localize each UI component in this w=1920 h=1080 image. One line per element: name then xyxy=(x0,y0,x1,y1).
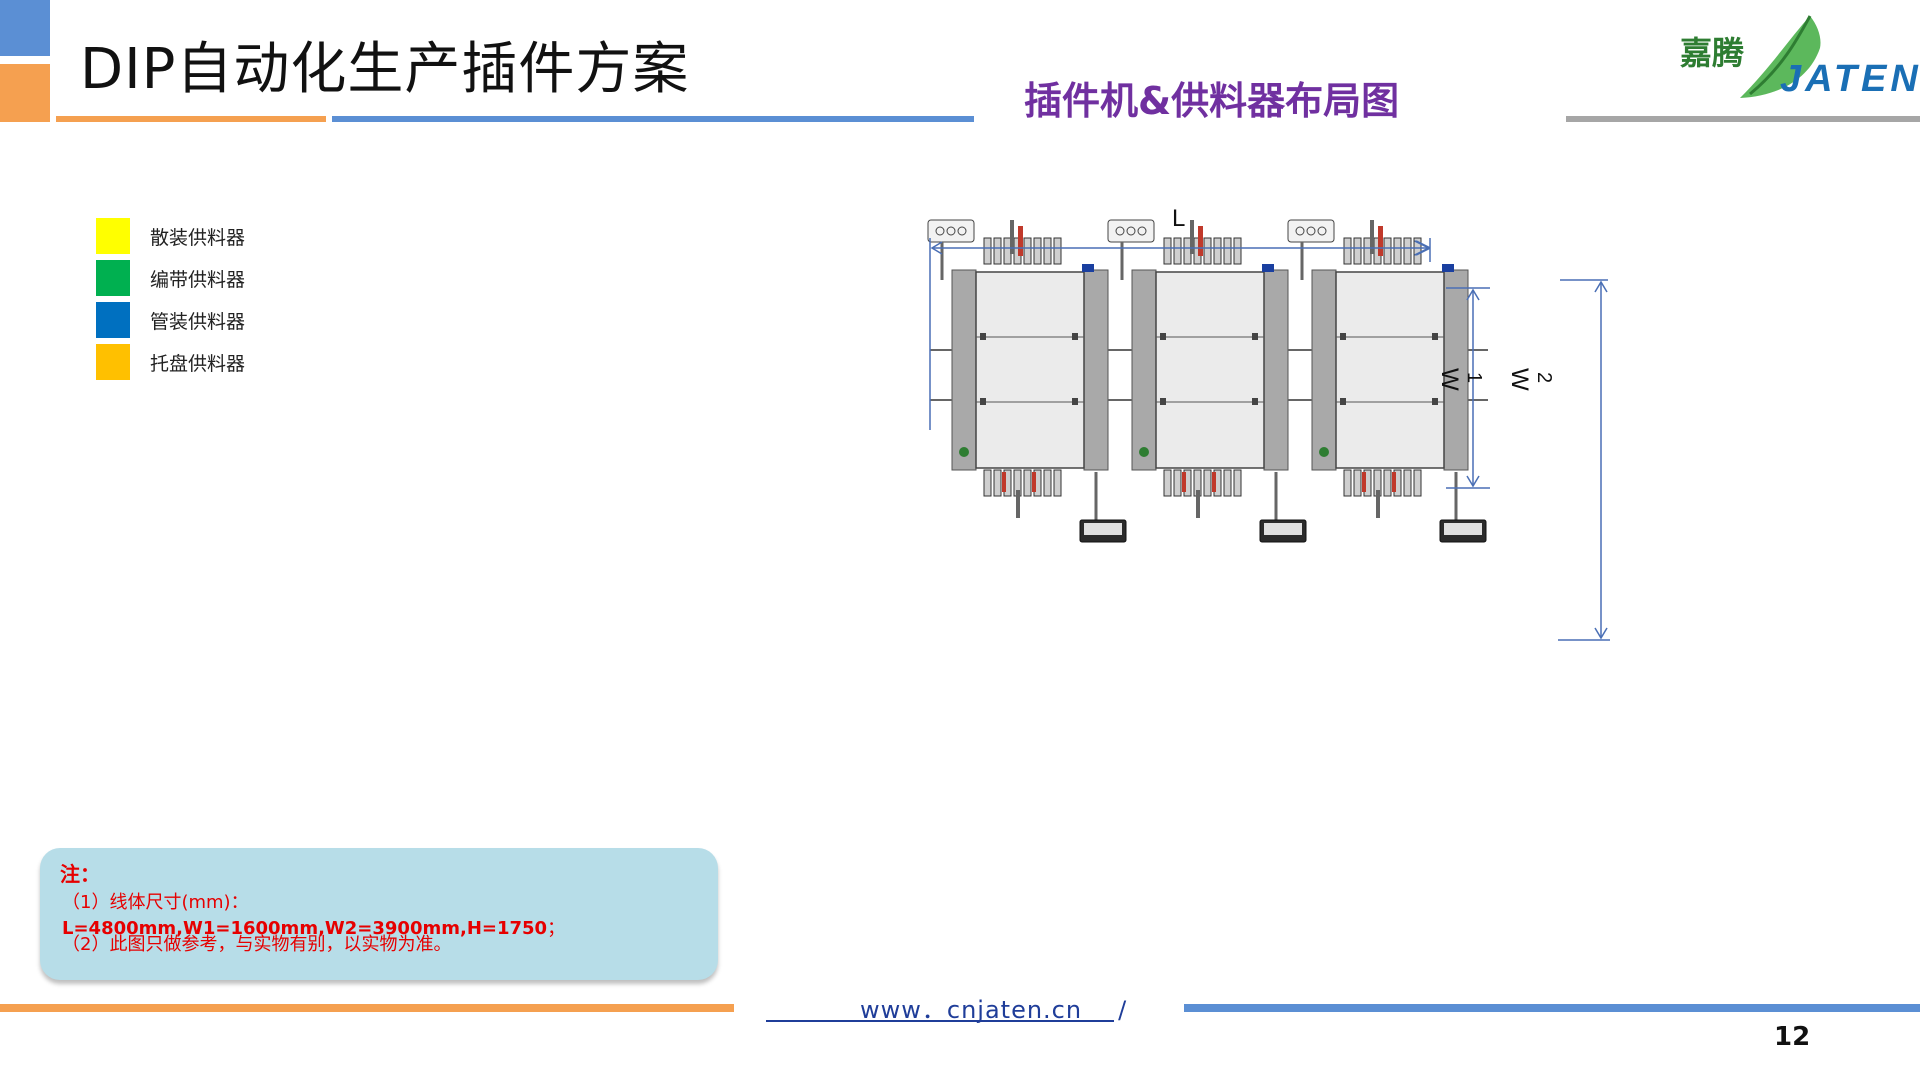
header-orange-rule xyxy=(56,116,326,122)
footer-url-link[interactable]: www．cnjaten.cn / xyxy=(860,990,1127,1025)
insertion-machine-1 xyxy=(926,218,1130,544)
legend-item-bulk-feeder: 散装供料器 xyxy=(96,218,245,254)
footer-url-underline xyxy=(766,1020,1114,1022)
legend-label: 散装供料器 xyxy=(150,226,246,249)
dim-W1-label-sub: 1 xyxy=(1463,372,1485,383)
note-line-1-prefix: （1）线体尺寸(mm)： xyxy=(62,892,249,913)
dim-W2-label-sub: 2 xyxy=(1533,372,1555,383)
logo-chinese-text: 嘉腾 xyxy=(1680,34,1745,72)
note-line-1-values: L=4800mm,W1=1600mm,W2=3900mm,H=1750 xyxy=(62,918,548,939)
footer-url-text[interactable]: www．cnjaten.cn xyxy=(860,996,1083,1024)
note-line-1: （1）线体尺寸(mm)： L=4800mm,W1=1600mm,W2=3900mm… xyxy=(62,888,718,940)
legend-item-tray-feeder: 托盘供料器 xyxy=(96,344,245,380)
footer-blue-rule xyxy=(1184,1004,1920,1012)
note-box: 注： （1）线体尺寸(mm)： L=4800mm,W1=1600mm,W2=390… xyxy=(40,848,718,980)
machine-layout-diagram: L W 1 W 2 xyxy=(926,205,1610,641)
logo-english-text: JATEN xyxy=(1780,58,1920,100)
legend-swatch-yellow xyxy=(96,218,130,254)
page-subtitle: 插件机&供料器布局图 xyxy=(1024,79,1400,123)
page-number: 12 xyxy=(1774,1022,1811,1052)
legend-label: 编带供料器 xyxy=(150,268,246,291)
legend-label: 托盘供料器 xyxy=(150,352,246,375)
dim-W1-label-w: W xyxy=(1436,368,1463,391)
corner-orange-block xyxy=(0,64,50,122)
legend-label: 管装供料器 xyxy=(150,310,246,333)
dim-L-label: L xyxy=(1172,205,1185,232)
legend-swatch-green xyxy=(96,260,130,296)
insertion-machine-2 xyxy=(1106,218,1310,544)
logo-swoosh-icon xyxy=(1740,16,1821,98)
company-logo: 嘉腾 JATEN xyxy=(1670,8,1918,108)
corner-blue-block xyxy=(0,0,50,56)
note-title: 注： xyxy=(60,862,100,886)
footer-orange-rule xyxy=(0,1004,734,1012)
dim-W2-label-w: W xyxy=(1506,368,1533,391)
legend-item-tube-feeder: 管装供料器 xyxy=(96,302,245,338)
legend-item-tape-feeder: 编带供料器 xyxy=(96,260,245,296)
note-line-2: （2）此图只做参考，与实物有别，以实物为准。 xyxy=(62,934,452,955)
header-gray-rule xyxy=(1566,116,1920,122)
note-line-1-suffix: ； xyxy=(547,918,566,939)
footer-url-suffix: / xyxy=(1118,996,1128,1024)
legend-swatch-blue xyxy=(96,302,130,338)
page-title: DIP自动化生产插件方案 xyxy=(80,37,690,102)
header-blue-rule xyxy=(332,116,974,122)
legend-swatch-orange xyxy=(96,344,130,380)
